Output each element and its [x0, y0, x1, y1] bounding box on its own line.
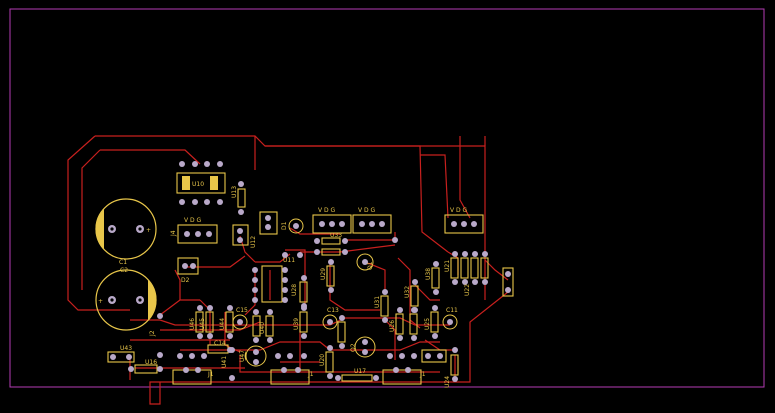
u22-label: U22	[464, 284, 471, 296]
c2-label: C2	[120, 267, 128, 274]
j4-label: J4	[170, 230, 177, 237]
u32-label: U32	[404, 286, 411, 298]
resistor-u47: U47	[227, 347, 246, 362]
u28-label: U28	[291, 284, 298, 296]
connector-j3	[502, 267, 514, 297]
d1-label: D1	[281, 221, 288, 230]
u29-label: U29	[320, 268, 327, 280]
c11-label: C11	[446, 307, 458, 314]
u21-label: U21	[444, 260, 451, 272]
capacitor-c1: + C1	[95, 198, 157, 266]
resistor-array-right: U21 U22	[444, 251, 489, 296]
u45-label: U45	[199, 318, 206, 330]
vdg-label: V D G	[184, 217, 202, 224]
u46-label: U46	[189, 318, 196, 330]
component-d1: D1	[259, 211, 304, 235]
resistor-u13: U13	[231, 181, 246, 215]
resistor-u20: U20	[319, 345, 334, 379]
d2-label: D2	[181, 277, 190, 284]
u17-label: U17	[354, 368, 366, 375]
board-outline	[9, 8, 765, 388]
vdd-label: V D G	[358, 207, 376, 214]
resistor-u17: U17	[335, 368, 379, 382]
u47-label: U47	[239, 350, 246, 362]
vdd3-label: V D G	[450, 207, 468, 214]
c15-label: C15	[236, 307, 248, 314]
capacitor-c2: + C2	[95, 267, 157, 331]
resistor-u38: U38	[425, 261, 440, 295]
u11-label: U11	[283, 257, 295, 264]
j1-label-a: J1	[207, 371, 214, 378]
u16-label: U16	[145, 359, 157, 366]
u33-label: U33	[330, 232, 342, 239]
component-u41: U41	[207, 344, 229, 368]
c13-label: C13	[327, 307, 339, 314]
vdd2-label: V D G	[318, 207, 336, 214]
c1-label: C1	[119, 259, 127, 266]
svg-text:+: +	[146, 227, 151, 234]
capacitor-c11: C11	[442, 307, 458, 330]
header-j6: V D G	[312, 207, 352, 234]
resistor-u29: U29	[320, 259, 335, 293]
ic-u28: U11 U28	[252, 252, 303, 303]
u39-label: U39	[293, 318, 300, 330]
capacitor-c14: C14	[214, 340, 267, 367]
u10-label: U10	[192, 181, 204, 188]
connector-bottom-2: J1	[270, 353, 314, 385]
resistor-u30	[299, 275, 308, 309]
capacitor-c15: C15	[232, 307, 248, 330]
j1-label-b: J1	[307, 371, 314, 378]
u41-label: U41	[221, 356, 228, 368]
component-u16: U16 J2	[128, 313, 163, 374]
q1-label: Q1	[367, 261, 374, 270]
u12-label: U12	[250, 236, 257, 248]
u31-label: U31	[374, 296, 381, 308]
capacitor-q2: Q2	[350, 336, 376, 358]
connector-bottom-3: J1	[382, 353, 426, 385]
component-u10-u11: U10	[176, 161, 226, 205]
j2-label: J2	[149, 330, 156, 337]
resistor-u31: U31	[374, 289, 389, 323]
header-j5: V D G	[352, 207, 392, 234]
u13-label: U13	[231, 186, 238, 198]
header-j4: V D G J4	[170, 217, 218, 244]
transistor-q1: Q1	[356, 253, 374, 271]
svg-text:+: +	[98, 298, 103, 305]
component-c8	[421, 349, 447, 363]
u40-label: U40	[259, 322, 266, 334]
u26-label: U26	[389, 320, 396, 332]
u44-label: U44	[219, 318, 226, 330]
resistor-u33: U33	[314, 232, 398, 256]
resistor-row-lower: U46 U45 U44 U40 U39 U26 U25 U24	[189, 305, 459, 388]
j1-label-c: J1	[419, 371, 426, 378]
component-u43: U43	[107, 345, 135, 363]
u24-label: U24	[444, 376, 451, 388]
u38-label: U38	[425, 268, 432, 280]
q2-label: Q2	[350, 343, 357, 352]
u25-label: U25	[424, 318, 431, 330]
capacitor-c13: C13	[322, 307, 339, 330]
component-u12: U12	[232, 224, 257, 248]
u43-label: U43	[120, 345, 132, 352]
u20-label: U20	[319, 354, 326, 366]
c14-label: C14	[214, 340, 226, 347]
component-d2: D2	[177, 257, 199, 284]
header-j7: V D G	[444, 207, 484, 234]
